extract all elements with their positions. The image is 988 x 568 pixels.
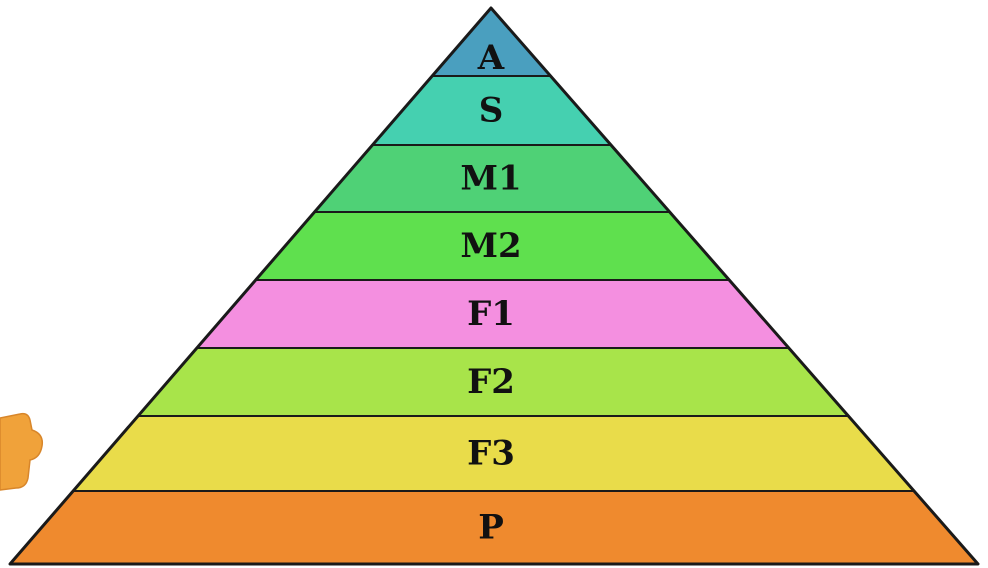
pyramid-tier-f3	[73, 416, 915, 491]
pyramid-label-a: A	[477, 38, 505, 78]
pyramid-tier-p	[10, 491, 978, 564]
pyramid-outline	[8, 6, 980, 566]
pyramid-label-f1: F1	[467, 294, 515, 334]
pyramid-tier-a	[432, 8, 551, 76]
puzzle-piece-icon	[0, 412, 44, 491]
pyramid-tier-m1	[314, 145, 670, 212]
pyramid-tier-s	[372, 76, 611, 145]
pyramid-tier-f2	[138, 348, 849, 416]
pyramid-label-m1: M1	[460, 159, 521, 199]
pyramid-tier-f1	[196, 280, 789, 348]
pyramid-label-s: S	[479, 91, 504, 131]
pyramid-tier-m2	[255, 212, 730, 280]
pyramid-label-p: P	[478, 508, 504, 548]
pyramid-label-m2: M2	[460, 226, 521, 266]
pyramid-tiers	[10, 8, 978, 564]
pyramid-label-f2: F2	[467, 362, 515, 402]
pyramid-label-f3: F3	[467, 434, 515, 474]
